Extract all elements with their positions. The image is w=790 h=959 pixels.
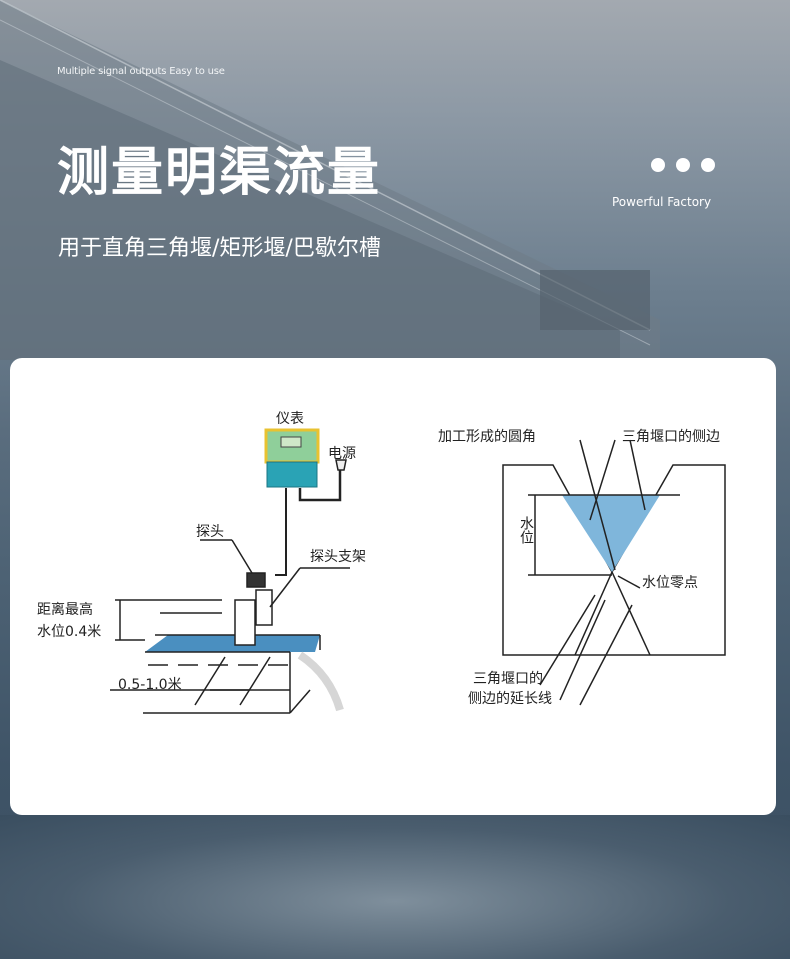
dots-decoration — [651, 158, 715, 172]
weir-water — [562, 495, 660, 572]
label-distance-1: 距离最高 — [37, 602, 93, 618]
installation-diagram — [110, 428, 726, 714]
page-subtitle: 用于直角三角堰/矩形堰/巴歇尔槽 — [58, 236, 381, 261]
label-span: 0.5-1.0米 — [118, 677, 182, 693]
water-surface — [145, 635, 320, 652]
label-power: 电源 — [328, 446, 356, 462]
label-probe: 探头 — [196, 524, 224, 540]
tagline-en: Multiple signal outputs Easy to use — [57, 66, 225, 77]
probe — [246, 572, 266, 588]
dam-background — [0, 0, 660, 360]
label-water-level: 水位 — [518, 516, 534, 544]
factory-badge: Powerful Factory — [612, 195, 712, 209]
label-meter: 仪表 — [276, 411, 304, 427]
label-distance-2: 水位0.4米 — [37, 624, 102, 640]
label-ext-1: 三角堰口的 — [473, 671, 543, 687]
label-weir-side: 三角堰口的侧边 — [622, 429, 720, 445]
water-background — [0, 815, 790, 959]
page-title: 测量明渠流量 — [57, 143, 382, 203]
label-zero-point: 水位零点 — [642, 575, 698, 591]
diagram-card: 仪表 电源 探头 探头支架 距离最高 水位0.4米 0.5-1.0米 加工形成的… — [10, 358, 776, 815]
meter-bottom — [266, 461, 318, 488]
label-rounded-corner: 加工形成的圆角 — [438, 429, 536, 445]
label-probe-bracket: 探头支架 — [310, 549, 366, 565]
label-ext-2: 侧边的延长线 — [468, 691, 552, 707]
